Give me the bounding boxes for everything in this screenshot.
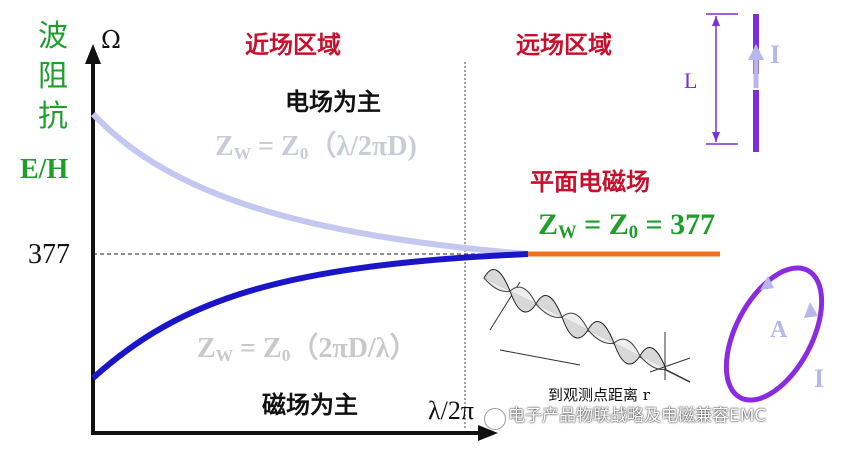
electric-dominant-label: 电场为主 (285, 87, 381, 116)
watermark-text: 电子产品物联战略及电磁兼容EMC (508, 406, 767, 426)
loop-area-label: A (770, 317, 788, 343)
y-unit-label: Ω (101, 26, 121, 54)
formula-w-subscript: W (215, 346, 234, 365)
y-axis-arrow (85, 44, 101, 64)
plane-wave-impedance-formula: ZW = Z0 = 377 (538, 210, 715, 243)
x-axis-label: λ/2π (428, 396, 474, 425)
dipole-current-label: I (770, 40, 781, 69)
magnetic-field-curve (90, 251, 529, 381)
formula-w-subscript: W (558, 222, 577, 243)
formula-ratio: （2πD/λ） (290, 333, 418, 364)
electric-field-curve (90, 111, 529, 257)
formula-z: Z (538, 208, 559, 241)
far-field-region-label: 远场区域 (516, 30, 612, 59)
magnetic-dominant-label: 磁场为主 (262, 390, 358, 419)
formula-equals-z: = Z (251, 131, 300, 162)
y-label-char-3: 抗 (38, 99, 68, 134)
loop-antenna (723, 265, 825, 403)
y-label-ratio: E/H (20, 154, 69, 185)
x-axis-arrow (478, 425, 498, 441)
formula-zero-subscript: 0 (628, 222, 639, 243)
y-label-char-1: 波 (38, 19, 68, 54)
plane-wave-label: 平面电磁场 (530, 167, 650, 196)
dipole-length-label: L (684, 68, 698, 93)
formula-w-subscript: W (233, 144, 252, 163)
formula-value: = 377 (638, 208, 716, 241)
formula-z: Z (215, 131, 234, 162)
dipole-antenna (706, 13, 764, 152)
near-field-region-label: 近场区域 (245, 30, 341, 59)
inset-caption: 到观测点距离 r (548, 386, 650, 404)
formula-ratio: （λ/2πD) (308, 131, 417, 162)
watermark-bar (480, 410, 810, 412)
formula-z: Z (197, 333, 216, 364)
formula-zero-subscript: 0 (281, 346, 291, 365)
y-tick-377: 377 (28, 239, 70, 270)
magnetic-impedance-formula: ZW = Z0（2πD/λ） (197, 333, 418, 365)
wechat-icon (484, 408, 506, 430)
y-label-char-2: 阻 (38, 59, 68, 94)
electric-impedance-formula: ZW = Z0（λ/2πD) (215, 131, 417, 163)
loop-current-label: I (814, 364, 825, 393)
wave-illustration (483, 269, 691, 383)
formula-equals-z: = Z (233, 333, 282, 364)
formula-zero-subscript: 0 (299, 144, 309, 163)
formula-equals-z: = Z (576, 208, 629, 241)
